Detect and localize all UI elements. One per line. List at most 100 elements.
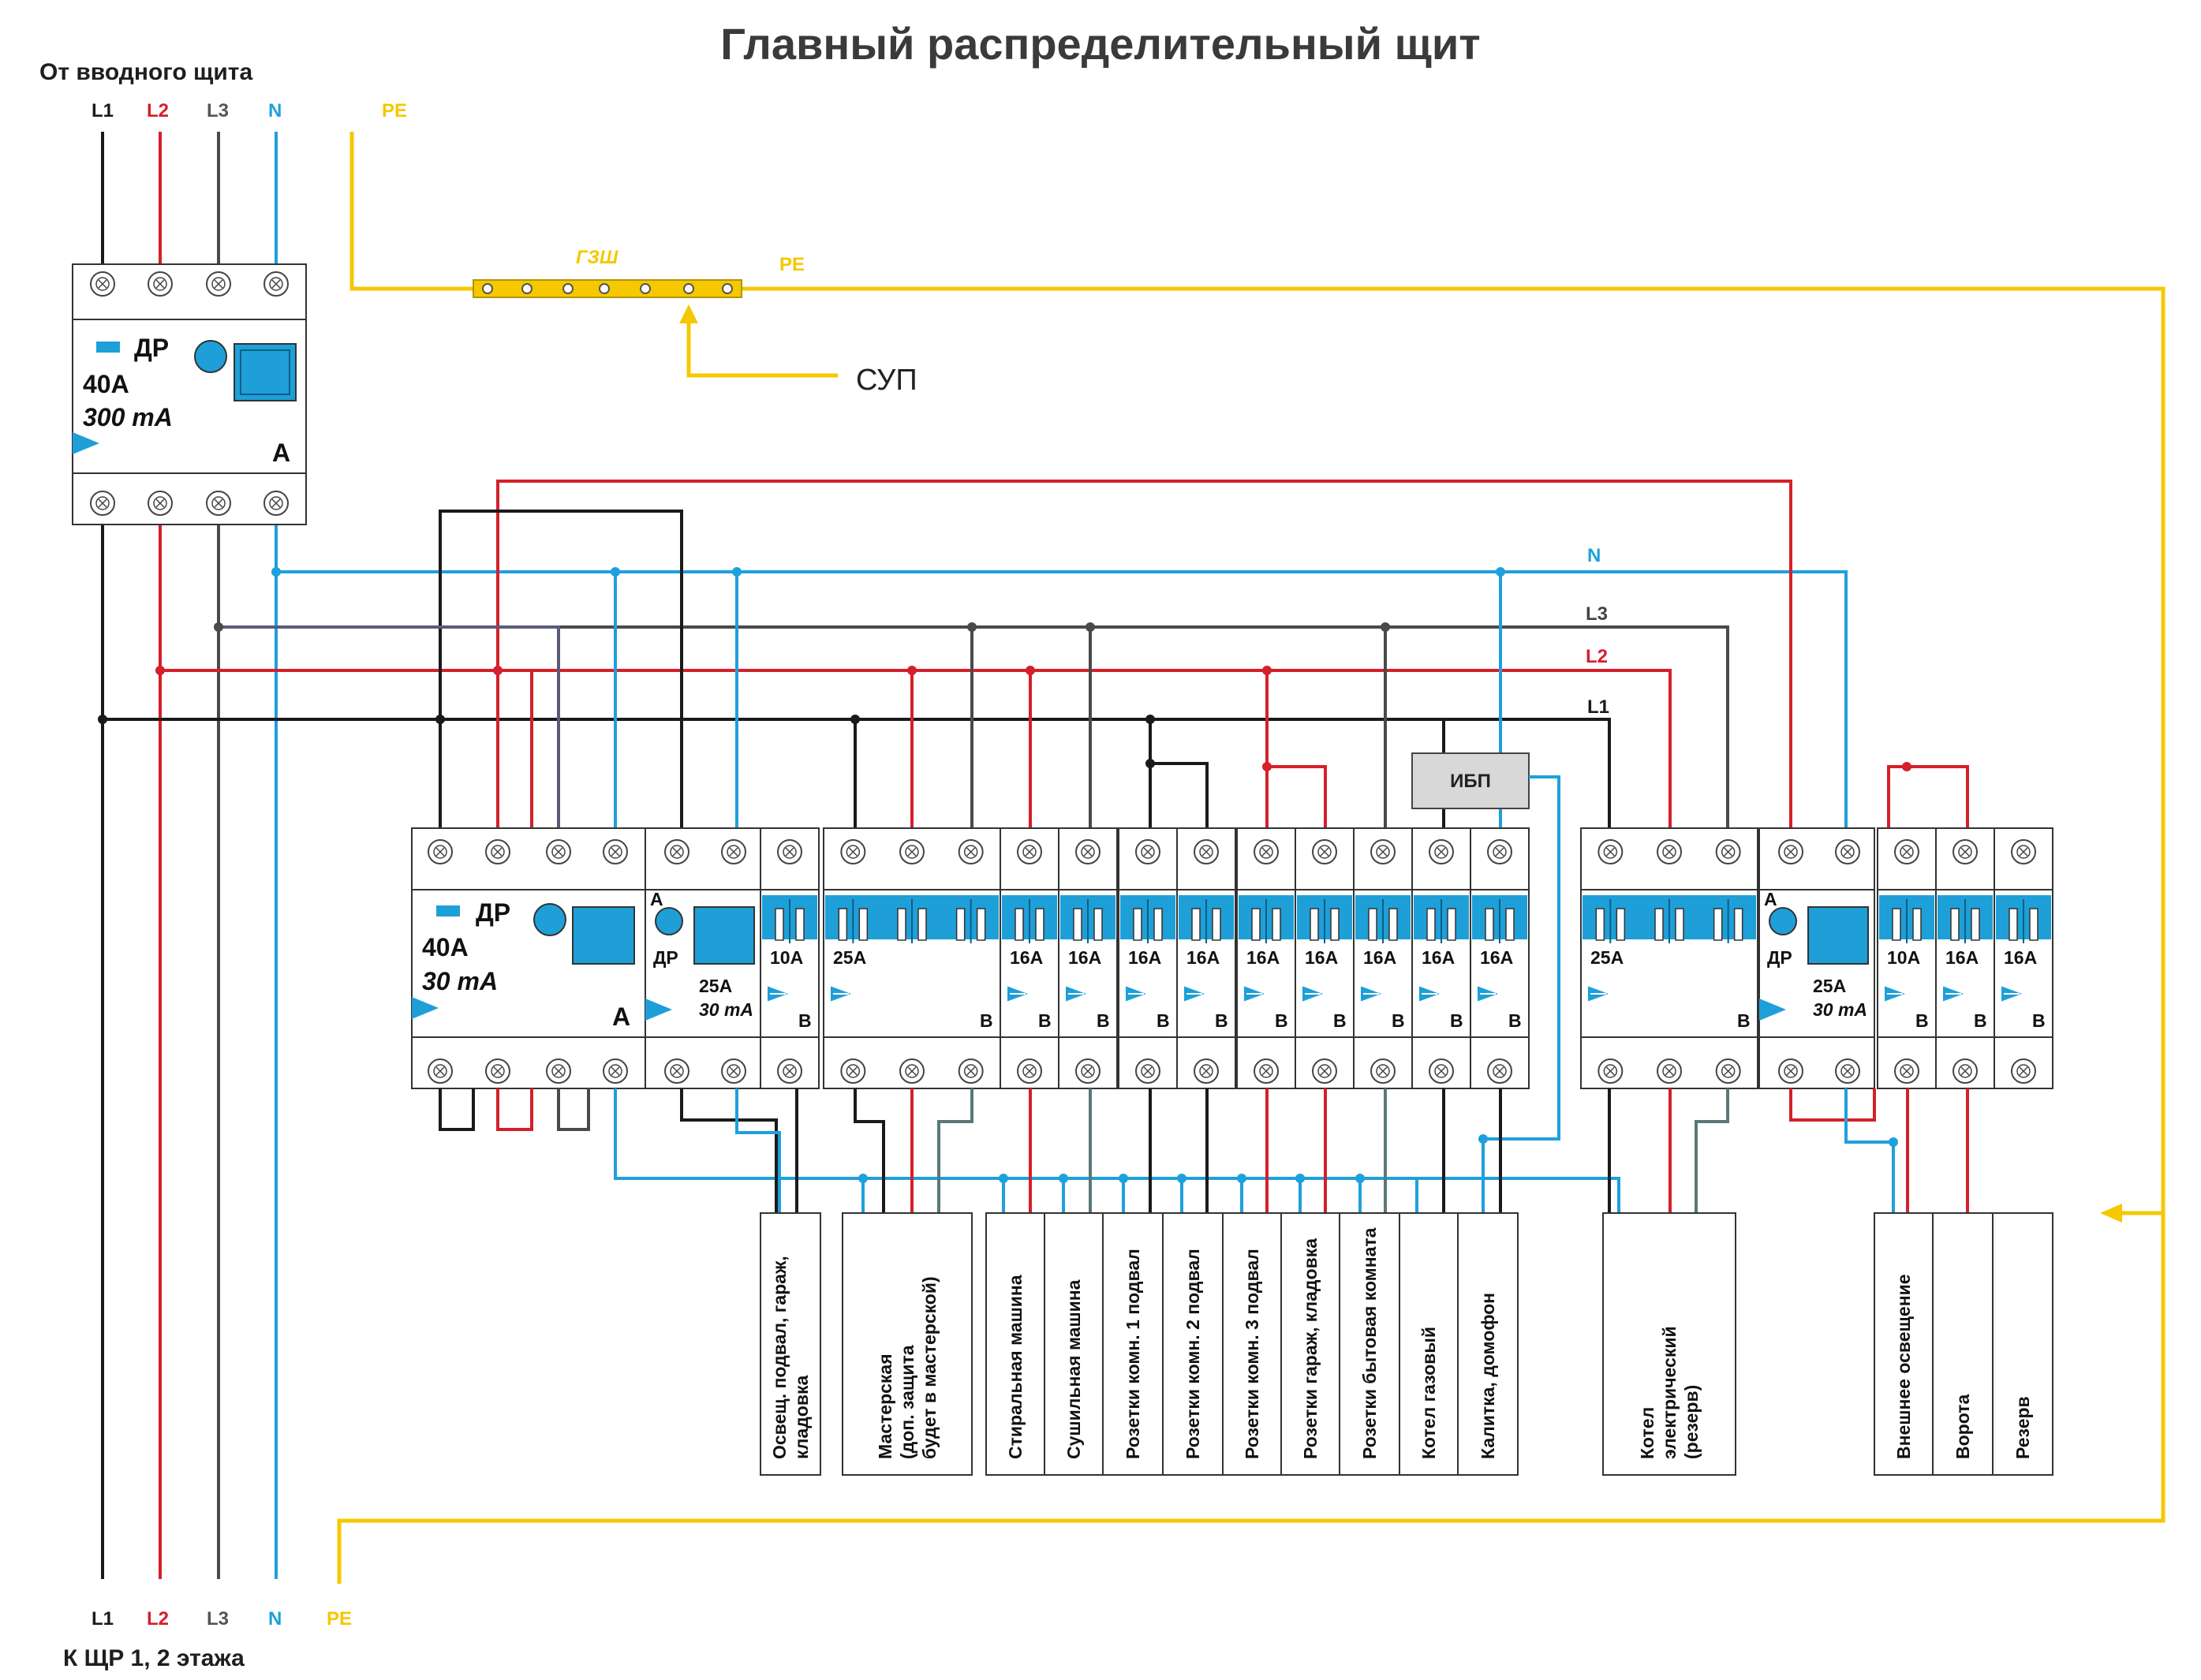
l3-bus-label: L3 bbox=[1586, 603, 1608, 625]
load-label: Котел газовый bbox=[1418, 1327, 1439, 1459]
gzsh-bus bbox=[473, 279, 742, 298]
load-label: электрический bbox=[1659, 1326, 1680, 1459]
main-rcd-type: ДР bbox=[134, 334, 169, 362]
n-bus-label: N bbox=[1587, 545, 1601, 566]
rcbo-2-sensitivity: 30 mA bbox=[1813, 999, 1867, 1020]
label-l3-in: L3 bbox=[207, 100, 229, 121]
load-label: (резерв) bbox=[1681, 1385, 1702, 1459]
l2-bus-label: L2 bbox=[1586, 646, 1608, 667]
load-label: будет в мастерской) bbox=[919, 1276, 940, 1459]
rcbo-2-type: ДР bbox=[1767, 947, 1792, 968]
breaker-14-rating: 16А bbox=[1945, 947, 1979, 968]
rcbo-1-class: А bbox=[650, 889, 663, 909]
input-feeders bbox=[101, 132, 278, 264]
output-phase-labels: L1 L2 L3 N PE bbox=[92, 1608, 352, 1630]
breaker-4-curve: В bbox=[1097, 1010, 1110, 1031]
load-box-11: Калитка, домофон bbox=[1457, 1212, 1519, 1476]
input-header: От вводного щита bbox=[39, 59, 252, 85]
breaker-8-rating: 16А bbox=[1305, 947, 1338, 968]
breaker-9-curve: В bbox=[1392, 1010, 1405, 1031]
ups-label: ИБП bbox=[1450, 771, 1491, 792]
load-box-8: Розетки гараж, кладовка bbox=[1280, 1212, 1340, 1476]
breaker-5-curve: В bbox=[1157, 1010, 1170, 1031]
breaker-13: 10А В bbox=[1877, 827, 1937, 1089]
load-label: Розетки комн. 3 подвал bbox=[1242, 1249, 1262, 1459]
breaker-13-rating: 10А bbox=[1887, 947, 1920, 968]
load-label: Внешнее освещение bbox=[1893, 1274, 1914, 1459]
main-rcd-class: А bbox=[272, 439, 290, 467]
rcbo-1-rating: 25А bbox=[699, 976, 732, 996]
load-box-14: Ворота bbox=[1932, 1212, 1994, 1476]
load-label: Котел bbox=[1637, 1407, 1657, 1459]
load-label: Калитка, домофон bbox=[1478, 1293, 1498, 1459]
label-l1-out: L1 bbox=[92, 1608, 114, 1630]
breaker-5-rating: 16А bbox=[1128, 947, 1161, 968]
breaker-13-curve: В bbox=[1915, 1010, 1929, 1031]
outgoing-wiring bbox=[439, 1088, 1969, 1213]
main-rcd: ДР 40А 300 mA А bbox=[72, 263, 307, 525]
breaker-4-rating: 16А bbox=[1068, 947, 1101, 968]
breaker-7-rating: 16А bbox=[1246, 947, 1280, 968]
load-box-7: Розетки комн. 3 подвал bbox=[1222, 1212, 1282, 1476]
breaker-1-curve: В bbox=[798, 1010, 812, 1031]
input-phase-labels: L1 L2 L3 N PE bbox=[92, 100, 407, 121]
rcbo-2-rating: 25А bbox=[1813, 976, 1846, 996]
ups-n-out bbox=[1483, 775, 1560, 1141]
pe-arrow-icon bbox=[2100, 1204, 2122, 1223]
breaker-14-curve: В bbox=[1974, 1010, 1987, 1031]
label-l2-out: L2 bbox=[147, 1608, 169, 1630]
load-box-15: Резерв bbox=[1992, 1212, 2053, 1476]
load-label: Стиральная машина bbox=[1005, 1275, 1026, 1459]
breaker-10-curve: В bbox=[1450, 1010, 1463, 1031]
buses bbox=[103, 480, 1969, 852]
sup-arrow-icon bbox=[679, 304, 698, 323]
label-pe-out: PE bbox=[327, 1608, 352, 1630]
breaker-5: 16А В bbox=[1118, 827, 1178, 1089]
ups-box: ИБП bbox=[1411, 752, 1530, 809]
gzsh-label: ГЗШ bbox=[576, 247, 618, 268]
l1-bus-label: L1 bbox=[1587, 696, 1609, 718]
breaker-2-rating: 25А bbox=[833, 947, 866, 968]
diagram-title: Главный распределительный щит bbox=[720, 19, 1480, 69]
rcbo-1-sensitivity: 30 mA bbox=[699, 999, 753, 1020]
load-box-4: Сушильная машина bbox=[1044, 1212, 1104, 1476]
load-label: Мастерская bbox=[875, 1353, 895, 1459]
label-l1-in: L1 bbox=[92, 100, 114, 121]
pe-bus-label: PE bbox=[779, 254, 805, 275]
load-label: Резерв bbox=[2012, 1396, 2033, 1459]
main-verticals bbox=[101, 525, 278, 1579]
load-box-5: Розетки комн. 1 подвал bbox=[1102, 1212, 1164, 1476]
label-l3-out: L3 bbox=[207, 1608, 229, 1630]
group-rcd-sensitivity: 30 mA bbox=[422, 967, 498, 995]
main-rcd-rating: 40А bbox=[83, 370, 129, 398]
output-header: К ЩР 1, 2 этажа bbox=[63, 1645, 245, 1671]
load-box-1: Освещ. подвал, гараж,кладовка bbox=[760, 1212, 821, 1476]
load-label: кладовка bbox=[791, 1376, 812, 1459]
load-label: Розетки комн. 1 подвал bbox=[1123, 1249, 1143, 1459]
load-box-6: Розетки комн. 2 подвал bbox=[1162, 1212, 1224, 1476]
label-l2-in: L2 bbox=[147, 100, 169, 121]
load-label: Розетки бытовая комната bbox=[1359, 1227, 1380, 1459]
load-label: (доп. защита bbox=[897, 1345, 917, 1459]
breaker-4: 16А В bbox=[1058, 827, 1118, 1089]
pe-wiring bbox=[337, 132, 2166, 1584]
breaker-11-curve: В bbox=[1508, 1010, 1522, 1031]
load-label: Ворота bbox=[1952, 1394, 1973, 1459]
breaker-15-curve: В bbox=[2032, 1010, 2046, 1031]
label-pe-in: PE bbox=[382, 100, 407, 121]
main-rcd-sensitivity: 300 mA bbox=[83, 403, 173, 431]
